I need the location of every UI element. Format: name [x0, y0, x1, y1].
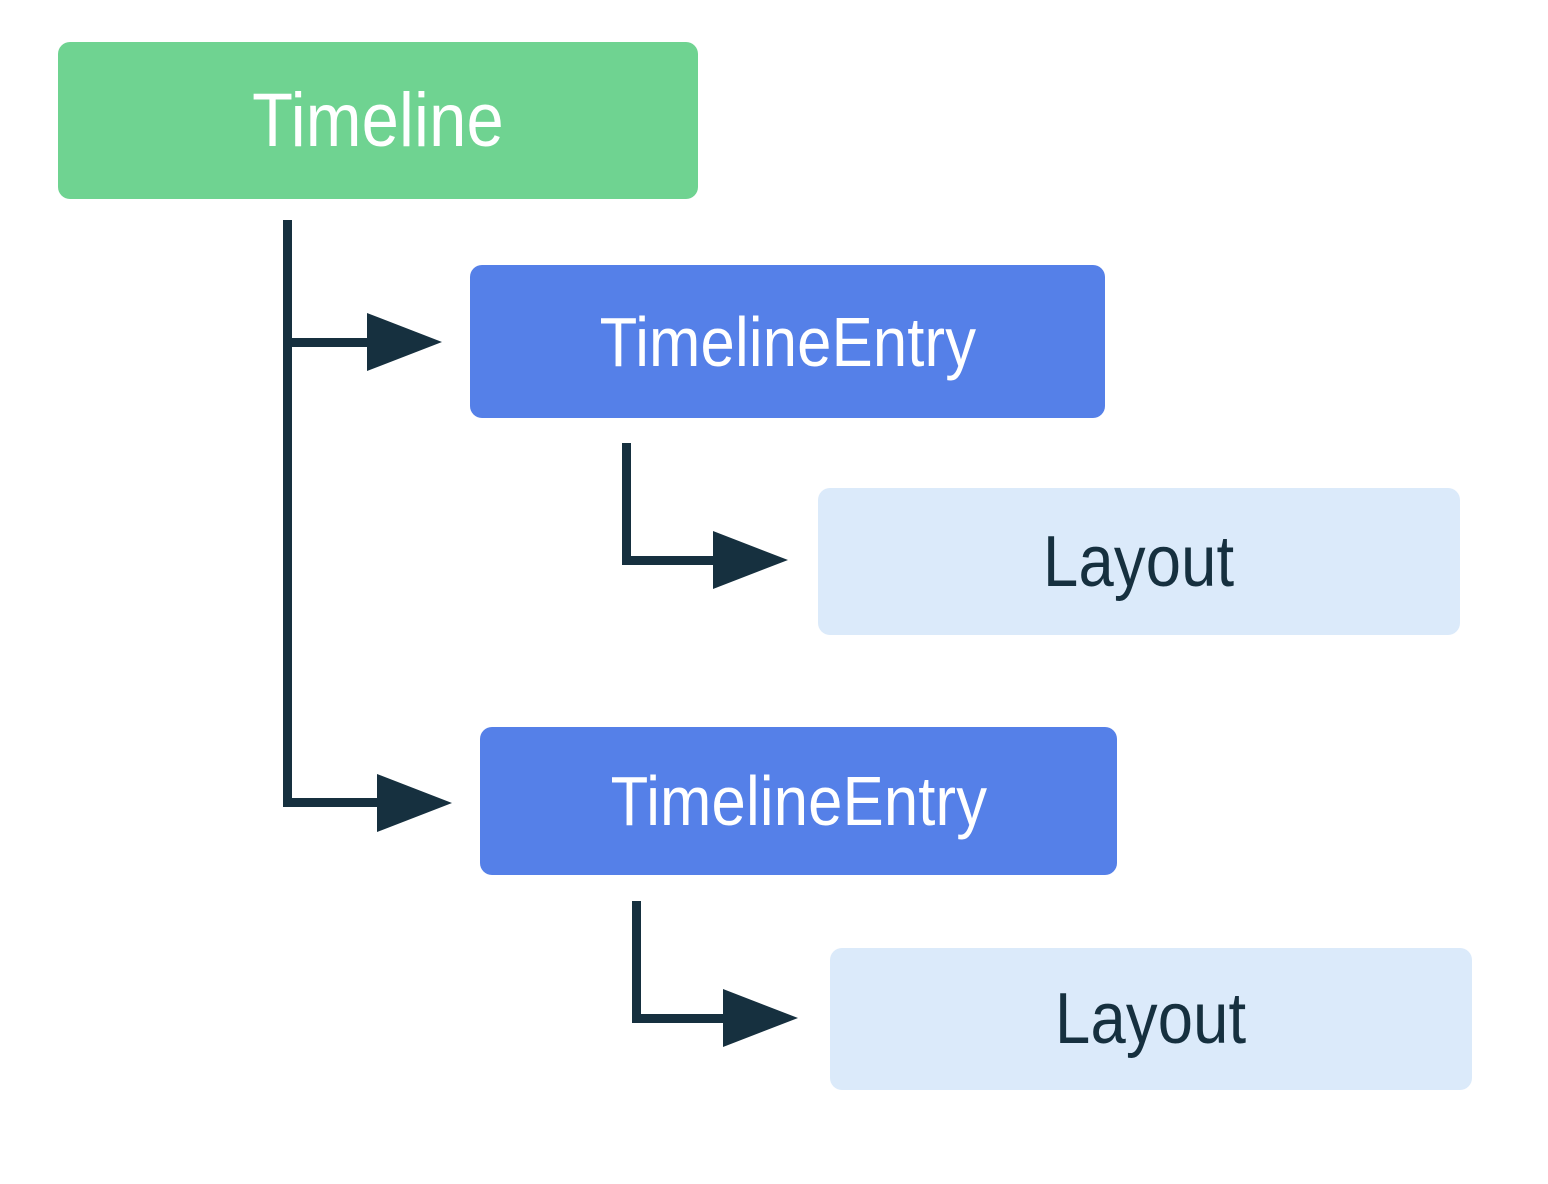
edge-root-to-entry-2 — [283, 774, 452, 832]
node-timeline-root[interactable]: Timeline — [58, 42, 698, 199]
node-timeline-entry-2[interactable]: TimelineEntry — [480, 727, 1117, 875]
edge-entry-1-to-leaf-1 — [622, 443, 788, 589]
node-timeline-entry-1[interactable]: TimelineEntry — [470, 265, 1105, 418]
node-label-timeline-entry-2: TimelineEntry — [610, 762, 987, 840]
node-layout-1[interactable]: Layout — [818, 488, 1460, 635]
node-label-layout-2: Layout — [1055, 979, 1247, 1059]
edge-entry-2-to-leaf-2 — [632, 901, 798, 1047]
node-label-timeline: Timeline — [252, 77, 504, 163]
node-label-timeline-entry-1: TimelineEntry — [599, 302, 976, 381]
node-label-layout-1: Layout — [1043, 521, 1235, 602]
edge-root-trunk — [283, 220, 292, 807]
edge-root-to-entry-1 — [283, 313, 442, 371]
node-layout-2[interactable]: Layout — [830, 948, 1472, 1090]
